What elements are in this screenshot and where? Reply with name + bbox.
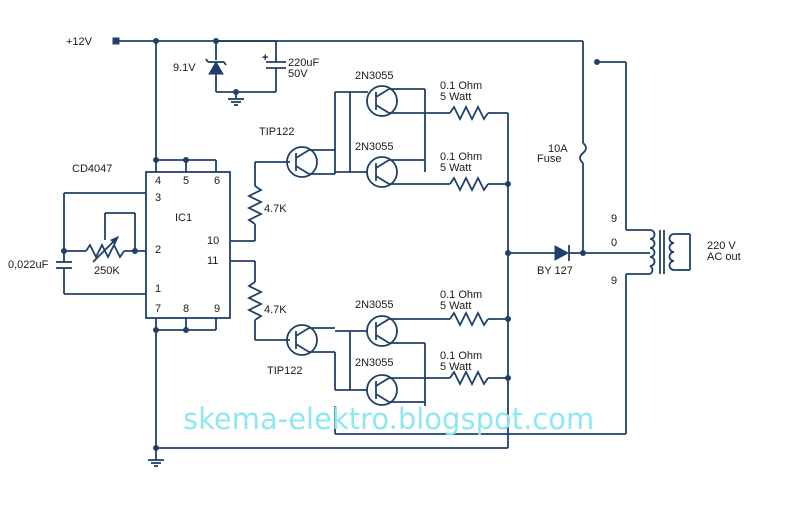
- emitter-resistor-2-rating: 5 Watt: [440, 162, 471, 174]
- emitter-resistor-1: [449, 104, 508, 122]
- timing-cap-label: 0,022uF: [8, 259, 49, 271]
- 2n3055-q4-label: 2N3055: [355, 357, 394, 369]
- ac-out-voltage-label: 220 V: [707, 240, 736, 252]
- 2n3055-q1-label: 2N3055: [355, 70, 394, 82]
- ground-rail: [148, 434, 509, 467]
- cap-value-label: 220uF: [288, 57, 319, 69]
- fuse-label: Fuse: [537, 153, 561, 165]
- 2n3055-q2: [335, 156, 450, 188]
- supply-label: +12V: [66, 36, 93, 48]
- ground-symbol-top: [228, 98, 244, 106]
- watermark-text: skema-elektro.blogspot.com: [183, 402, 594, 436]
- fuse-10a: [579, 140, 587, 253]
- ic-pin-9: 9: [214, 303, 220, 315]
- diode-by127: [554, 245, 626, 261]
- tip122-top: [286, 91, 368, 178]
- 2n3055-q3-label: 2N3055: [355, 299, 394, 311]
- tip122-top-label: TIP122: [259, 126, 294, 138]
- output-bus: [334, 113, 555, 435]
- emitter-resistor-2: [449, 175, 508, 193]
- base-resistor-top-label: 4.7K: [264, 203, 287, 215]
- tip122-bottom: [286, 324, 368, 391]
- 2n3055-q1: [366, 85, 450, 172]
- 2n3055-q4: [366, 374, 450, 406]
- zener-label: 9.1V: [173, 62, 196, 74]
- transformer-tap-center: 0: [611, 237, 617, 249]
- ic-pin-10: 10: [207, 235, 219, 247]
- capacitor-220uf: +: [216, 40, 286, 99]
- emitter-resistor-3-rating: 5 Watt: [440, 300, 471, 312]
- zener-diode: [205, 41, 227, 92]
- emitter-resistor-1-rating: 5 Watt: [440, 91, 471, 103]
- timing-network: [56, 192, 146, 295]
- pot-label: 250K: [94, 265, 120, 277]
- ic-part-label: CD4047: [72, 163, 112, 175]
- ic1-chip: [145, 41, 231, 460]
- transformer-tap-bottom: 9: [611, 275, 617, 287]
- supply-rail: [112, 37, 584, 140]
- ic-pin-7: 7: [155, 303, 161, 315]
- ic-name-label: IC1: [175, 212, 192, 224]
- transformer-tap-top: 9: [611, 213, 617, 225]
- cap-plus-sign: +: [262, 52, 268, 64]
- ic-pin-5: 5: [183, 175, 189, 187]
- emitter-resistor-1-value: 0.1 Ohm: [440, 80, 482, 92]
- ic-pin-2: 2: [155, 244, 161, 256]
- ic-pin-4: 4: [155, 175, 161, 187]
- cap-voltage-label: 50V: [288, 68, 308, 80]
- ic-pin-11: 11: [207, 255, 218, 267]
- emitter-resistor-3-value: 0.1 Ohm: [440, 289, 482, 301]
- base-resistor-bottom: [230, 260, 290, 341]
- diode-label: BY 127: [537, 265, 573, 277]
- ac-out-label: AC out: [707, 251, 741, 263]
- emitter-resistor-4: [449, 369, 508, 387]
- emitter-resistor-2-value: 0.1 Ohm: [440, 151, 482, 163]
- tip122-bottom-label: TIP122: [267, 365, 302, 377]
- emitter-resistor-4-rating: 5 Watt: [440, 361, 471, 373]
- emitter-resistor-4-value: 0.1 Ohm: [440, 350, 482, 362]
- 2n3055-q3: [335, 315, 450, 406]
- transformer: [508, 59, 691, 435]
- ic-pin-3: 3: [155, 192, 161, 204]
- fuse-rating-label: 10A: [548, 143, 568, 155]
- emitter-resistor-3: [449, 310, 508, 328]
- base-resistor-top: [230, 161, 290, 242]
- base-resistor-bottom-label: 4.7K: [264, 304, 287, 316]
- ic-pin-6: 6: [214, 175, 220, 187]
- ic-pin-8: 8: [183, 303, 189, 315]
- 2n3055-q2-label: 2N3055: [355, 141, 394, 153]
- ic-pin-1: 1: [155, 283, 161, 295]
